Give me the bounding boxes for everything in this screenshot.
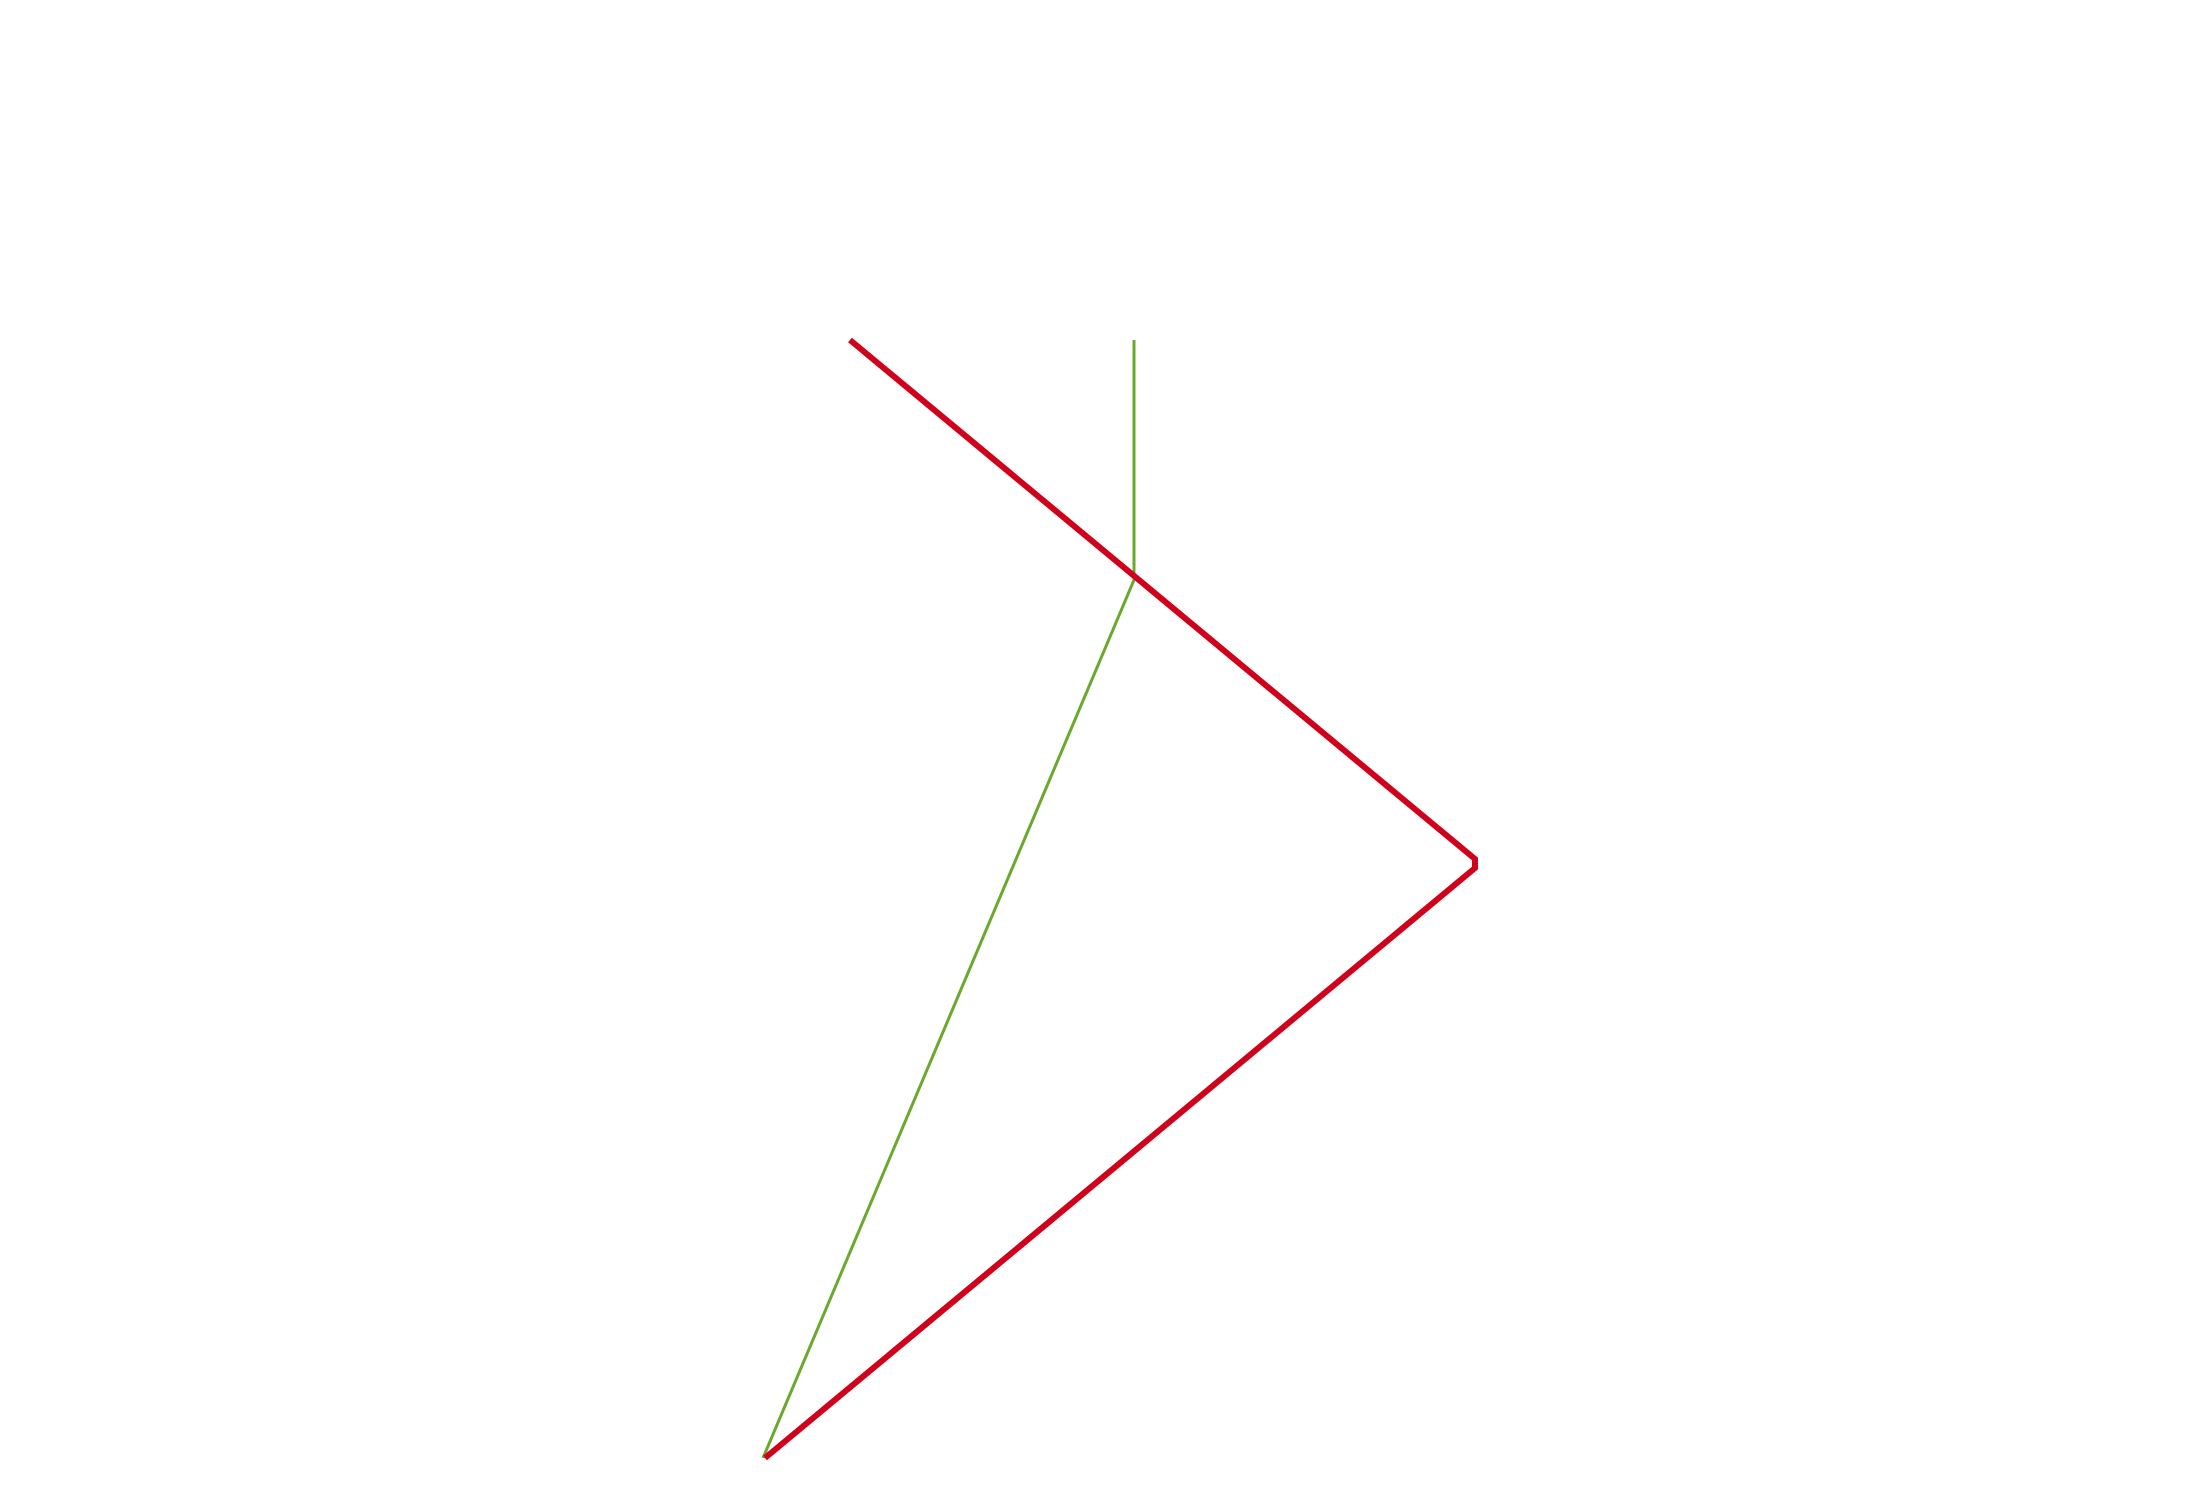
green-polyline xyxy=(761,340,1136,1459)
red-polyline xyxy=(763,337,1478,1461)
